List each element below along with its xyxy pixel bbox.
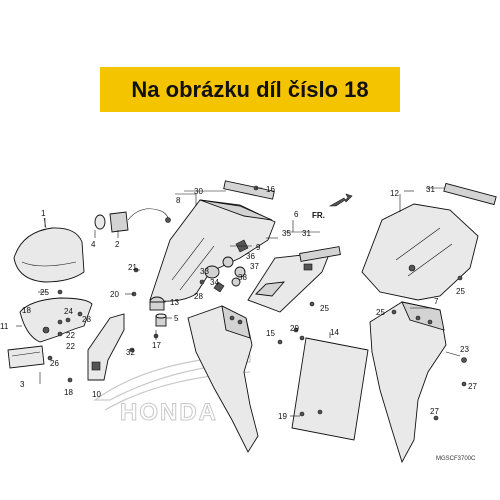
callout-8: 8	[176, 196, 181, 205]
callout-7: 7	[434, 297, 439, 306]
reflector-bracket	[87, 313, 125, 381]
callout-22a: 22	[66, 331, 75, 340]
callout-28a: 28	[194, 292, 203, 301]
fasteners	[47, 185, 467, 421]
callout-28b: 28	[82, 315, 91, 324]
callout-25d: 25	[456, 287, 465, 296]
callout-18b: 18	[64, 388, 73, 397]
callout-22b: 22	[66, 342, 75, 351]
callout-5: 5	[174, 314, 179, 323]
callout-11: 11	[0, 322, 9, 331]
callout-29: 29	[290, 324, 299, 333]
callout-17: 17	[152, 341, 161, 350]
callout-34: 34	[210, 278, 219, 287]
callout-36: 36	[246, 252, 255, 261]
callout-31a: 31	[302, 229, 311, 238]
right-upper-cover	[361, 182, 497, 301]
license-plate-bracket	[291, 337, 369, 441]
callout-32: 32	[126, 348, 135, 357]
inner-fender-upper	[149, 180, 276, 302]
callout-19: 19	[278, 412, 287, 421]
callout-30: 30	[194, 187, 203, 196]
banner-text: Na obrázku díl číslo 18	[131, 76, 369, 102]
callout-6: 6	[294, 210, 299, 219]
callout-15: 15	[266, 329, 275, 338]
callout-1: 1	[41, 209, 46, 218]
leader-lines	[16, 187, 461, 417]
callout-18a: 18	[22, 306, 31, 315]
front-marker-text: FR.	[312, 211, 325, 220]
callout-labels: 1 2 3 4 5 6 7 8 9 10 11 12 13 14 15 16 1…	[0, 185, 477, 421]
callout-35: 35	[282, 229, 291, 238]
tail-light-housing	[13, 217, 85, 283]
callout-14: 14	[330, 328, 339, 337]
callout-25c: 25	[376, 308, 385, 317]
fender-panel	[247, 246, 341, 313]
callout-27b: 27	[430, 407, 439, 416]
callout-25b: 25	[320, 304, 329, 313]
license-light-lens	[7, 345, 45, 369]
part-number-banner: Na obrázku díl číslo 18	[100, 67, 400, 112]
callout-2: 2	[115, 240, 120, 249]
callout-23: 23	[460, 345, 469, 354]
callout-3: 3	[20, 380, 25, 389]
callout-26: 26	[50, 359, 59, 368]
callout-21: 21	[128, 263, 137, 272]
callout-9: 9	[256, 243, 261, 252]
callout-31b: 31	[426, 185, 435, 194]
callout-24: 24	[64, 307, 73, 316]
callout-13: 13	[170, 298, 179, 307]
callout-4: 4	[91, 240, 96, 249]
callout-10: 10	[92, 390, 101, 399]
collar	[155, 313, 167, 327]
bulb-socket	[94, 208, 171, 233]
callout-33: 33	[200, 267, 209, 276]
rear-fender-right	[369, 301, 447, 464]
callout-38: 38	[238, 273, 247, 282]
damper	[149, 296, 165, 311]
front-marker: FR.	[312, 193, 353, 220]
watermark-text: HONDA	[120, 399, 218, 426]
callout-20: 20	[110, 290, 119, 299]
callout-25a: 25	[40, 288, 49, 297]
callout-27a: 27	[468, 382, 477, 391]
rear-fender-left	[187, 305, 259, 453]
clips	[204, 239, 249, 293]
callout-37: 37	[250, 262, 259, 271]
honda-watermark: HONDA	[93, 354, 251, 427]
callout-16: 16	[266, 185, 275, 194]
callout-12: 12	[390, 189, 399, 198]
reference-code: MGSCF3700C	[436, 456, 476, 462]
license-light-bracket	[19, 297, 93, 343]
